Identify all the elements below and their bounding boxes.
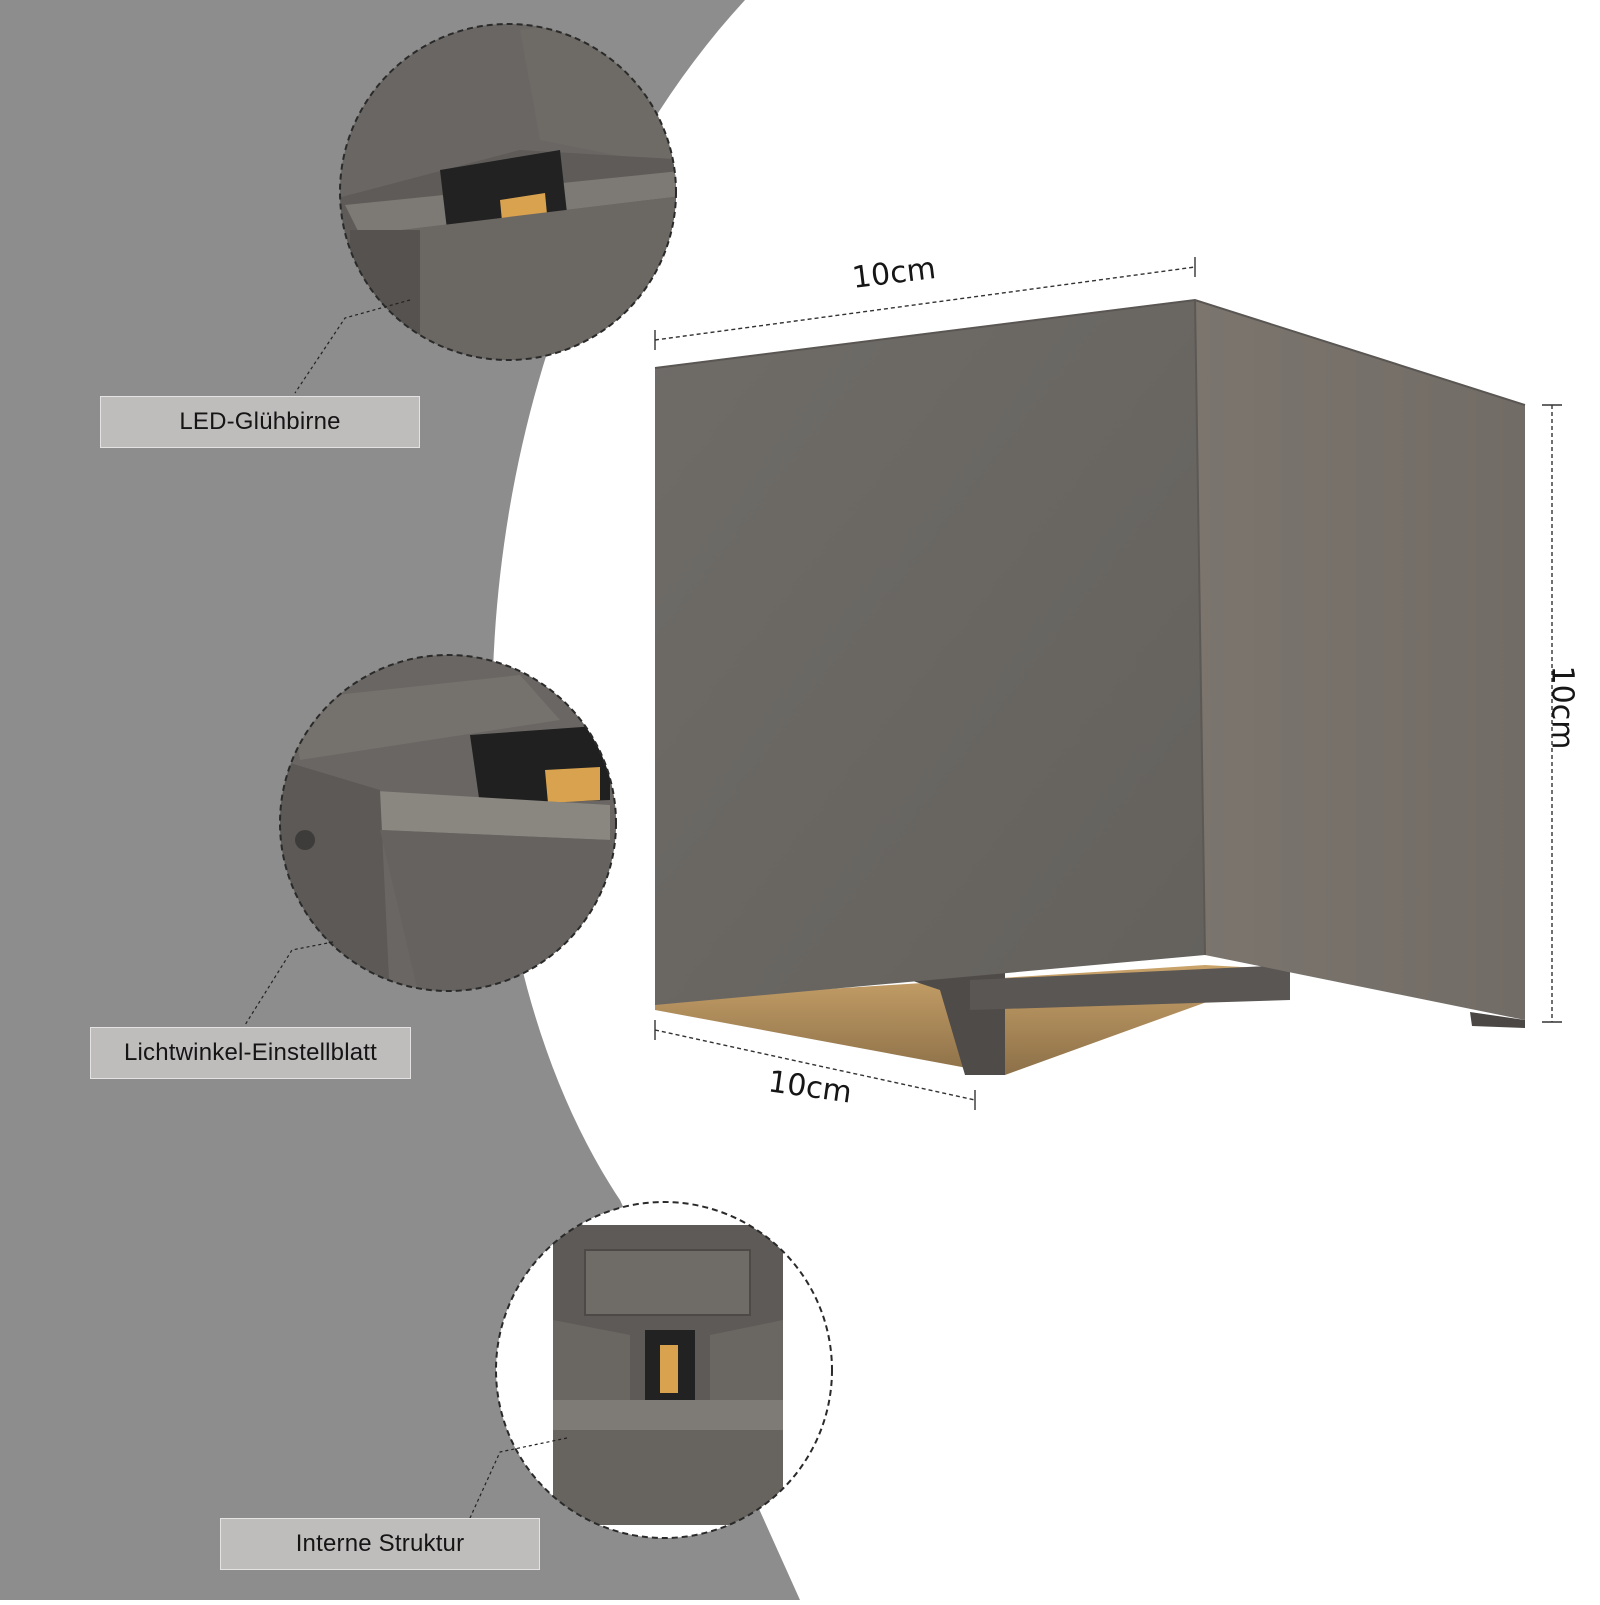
callout-led-detail bbox=[294, 23, 677, 394]
lamp-front-face bbox=[655, 300, 1205, 1005]
label-angle-blade: Lichtwinkel-Einstellblatt bbox=[90, 1027, 411, 1079]
label-internal-structure: Interne Struktur bbox=[220, 1518, 540, 1570]
lamp-side-face bbox=[1195, 300, 1525, 1020]
callout-blade-detail bbox=[244, 654, 617, 1026]
dimension-lines bbox=[654, 257, 1562, 1110]
wall-lamp-main bbox=[654, 298, 1526, 1075]
dimension-height: 10cm bbox=[1544, 665, 1580, 750]
callout-internal-detail bbox=[469, 1201, 833, 1539]
label-led-bulb: LED-Glühbirne bbox=[100, 396, 420, 448]
